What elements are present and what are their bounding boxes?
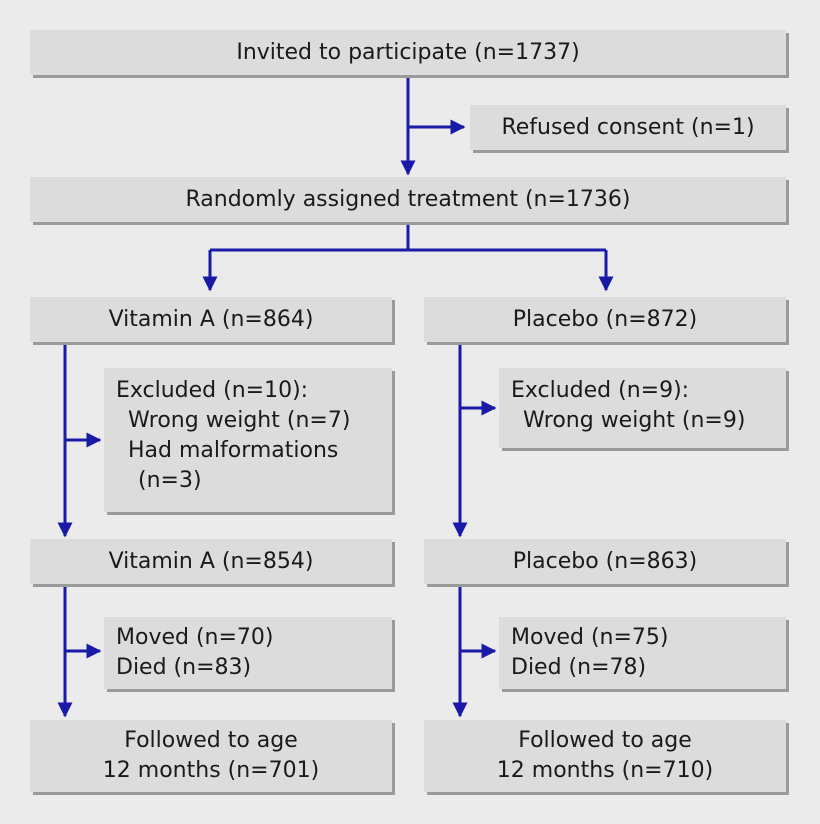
refused-label: Refused consent (n=1)	[501, 114, 755, 140]
vitamin-a-assigned-label: Vitamin A (n=864)	[108, 306, 314, 332]
vitamin-a-excluded-title: Excluded (n=10):	[116, 378, 309, 403]
invited-box: Invited to participate (n=1737)	[30, 30, 786, 75]
placebo-followed-line: Followed to age	[518, 728, 692, 753]
vitamin-a-analysed-label: Vitamin A (n=854)	[108, 548, 314, 574]
vitamin-a-followed-box: Followed to age 12 months (n=701)	[30, 720, 392, 792]
placebo-followed-line: 12 months (n=710)	[496, 758, 714, 783]
placebo-assigned-box: Placebo (n=872)	[424, 297, 786, 342]
vitamin-a-followed-line: 12 months (n=701)	[102, 758, 320, 783]
vitamin-a-excluded-reason: Wrong weight (n=7)	[128, 408, 351, 433]
vitamin-a-excluded-reason: (n=3)	[138, 468, 202, 493]
placebo-moved: Moved (n=75)	[511, 625, 669, 650]
placebo-followed-box: Followed to age 12 months (n=710)	[424, 720, 786, 792]
placebo-analysed-label: Placebo (n=863)	[512, 548, 698, 574]
placebo-died: Died (n=78)	[511, 655, 647, 680]
placebo-assigned-label: Placebo (n=872)	[512, 306, 698, 332]
vitamin-a-died: Died (n=83)	[116, 655, 252, 680]
vitamin-a-excluded-reason: Had malformations	[128, 438, 339, 463]
randomized-label: Randomly assigned treatment (n=1736)	[185, 186, 631, 212]
vitamin-a-assigned-box: Vitamin A (n=864)	[30, 297, 392, 342]
placebo-lost-box: Moved (n=75) Died (n=78)	[499, 617, 786, 689]
vitamin-a-excluded-box: Excluded (n=10): Wrong weight (n=7) Had …	[104, 368, 392, 512]
randomized-box: Randomly assigned treatment (n=1736)	[30, 177, 786, 222]
placebo-excluded-title: Excluded (n=9):	[511, 378, 690, 403]
placebo-excluded-reason: Wrong weight (n=9)	[523, 408, 746, 433]
vitamin-a-followed-line: Followed to age	[124, 728, 298, 753]
invited-label: Invited to participate (n=1737)	[236, 39, 580, 65]
vitamin-a-lost-box: Moved (n=70) Died (n=83)	[104, 617, 392, 689]
placebo-analysed-box: Placebo (n=863)	[424, 539, 786, 584]
refused-box: Refused consent (n=1)	[470, 105, 786, 150]
placebo-excluded-box: Excluded (n=9): Wrong weight (n=9)	[499, 368, 786, 448]
vitamin-a-moved: Moved (n=70)	[116, 625, 274, 650]
vitamin-a-analysed-box: Vitamin A (n=854)	[30, 539, 392, 584]
